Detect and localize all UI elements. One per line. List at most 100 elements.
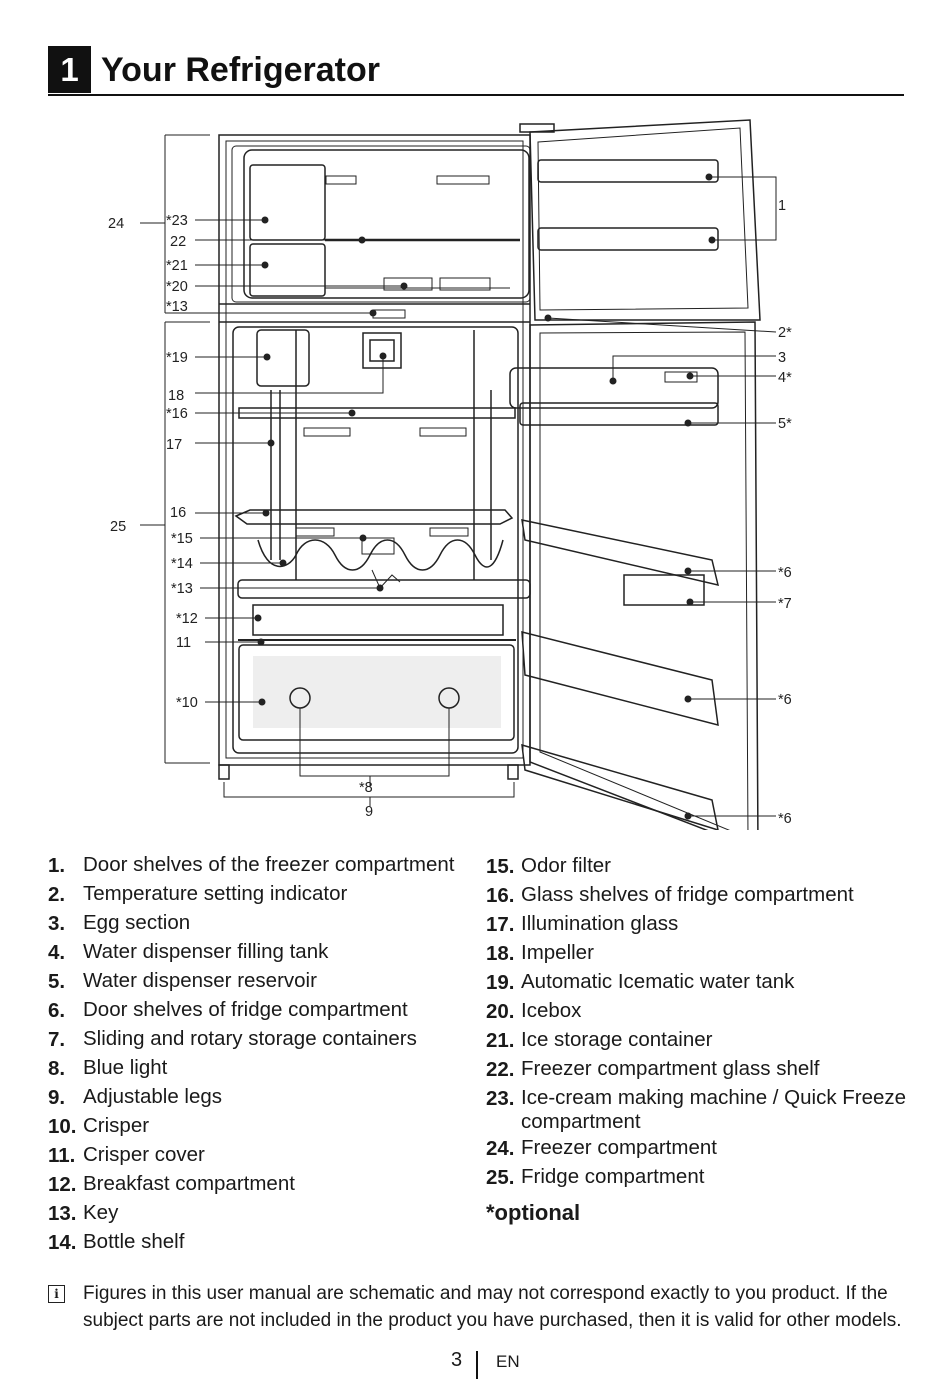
legend-item: 12. Breakfast compartment — [48, 1170, 468, 1199]
legend-number: 18. — [486, 942, 515, 965]
legend-text: Crisper cover — [83, 1143, 205, 1166]
callout-label: *13 — [171, 581, 193, 597]
callout-label: *23 — [166, 213, 188, 229]
callout-label: *8 — [359, 780, 373, 796]
legend-text: Freezer compartment — [521, 1136, 717, 1159]
callout-label: 2* — [778, 325, 792, 341]
legend-text: Breakfast compartment — [83, 1172, 295, 1195]
legend-item: 13. Key — [48, 1199, 468, 1228]
legend-number: 9. — [48, 1086, 66, 1109]
callout-label: 9 — [365, 804, 373, 820]
legend-item: 3. Egg section — [48, 909, 468, 938]
legend-item: 21.Ice storage container — [486, 1026, 916, 1055]
legend-item: 24. Freezer compartment — [486, 1134, 916, 1163]
legend-text: Ice-cream making machine / Quick Freeze … — [521, 1086, 907, 1133]
callout-label: 1 — [778, 198, 786, 214]
legend-number: 16. — [486, 884, 515, 907]
legend-number: 11. — [48, 1144, 76, 1167]
legend-text: Water dispenser reservoir — [83, 969, 317, 992]
callout-label: 16 — [170, 505, 186, 521]
callout-label: 17 — [166, 437, 182, 453]
legend-number: 17. — [486, 913, 515, 936]
legend-item: 2. Temperature setting indicator — [48, 880, 468, 909]
legend-text: Adjustable legs — [83, 1085, 223, 1108]
callout-label: *19 — [166, 350, 188, 366]
callout-label: *6 — [778, 811, 792, 827]
legend-text: Impeller — [521, 941, 594, 964]
callout-label: *14 — [171, 556, 193, 572]
legend-text: Temperature setting indicator — [83, 882, 348, 905]
legend-number: 24. — [486, 1137, 515, 1160]
legend-text: Illumination glass — [521, 912, 679, 935]
legend-number: 22. — [486, 1058, 515, 1081]
legend-item: 14.Bottle shelf — [48, 1228, 468, 1257]
legend-item: 1. Door shelves of the freezer compartmen… — [48, 851, 468, 880]
callout-label: *16 — [166, 406, 188, 422]
section-header: 1 Your Refrigerator — [48, 46, 904, 96]
language-code: EN — [496, 1352, 520, 1371]
legend-number: 23. — [486, 1087, 515, 1110]
optional-note: *optional — [486, 1200, 581, 1225]
callout-label: 18 — [168, 388, 184, 404]
legend-text: Freezer compartment glass shelf — [521, 1057, 820, 1080]
legend-text: Automatic Icematic water tank — [521, 970, 795, 993]
callout-labels: 24 *23 22 *21 *20 *13 *19 18 *16 17 25 1… — [108, 198, 792, 827]
legend-number: 8. — [48, 1057, 66, 1080]
legend-number: 15. — [486, 855, 515, 878]
legend-text: Icebox — [521, 999, 582, 1022]
legend-item: 20. Icebox — [486, 997, 916, 1026]
legend-number: 4. — [48, 941, 66, 964]
info-note-text: Figures in this user manual are schemati… — [83, 1283, 902, 1331]
legend-number: 20. — [486, 1000, 515, 1023]
legend-item: 11. Crisper cover — [48, 1141, 468, 1170]
legend-text: Door shelves of fridge compartment — [83, 998, 408, 1021]
legend-item: 25.Fridge compartment — [486, 1163, 916, 1192]
callout-label: *21 — [166, 258, 188, 274]
callout-label: *7 — [778, 596, 792, 612]
legend-item: 18. Impeller — [486, 939, 916, 968]
legend-text: Fridge compartment — [521, 1165, 705, 1188]
callout-label: 22 — [170, 234, 186, 250]
legend-item: 19. Automatic Icematic water tank — [486, 968, 916, 997]
legend-list-right: 15. Odor filter 16. Glass shelves of fridg… — [486, 852, 916, 1227]
legend-number: 7. — [48, 1028, 66, 1051]
legend-text: Odor filter — [521, 854, 611, 877]
legend-number: 12. — [48, 1173, 77, 1196]
legend-number: 2. — [48, 883, 66, 906]
legend-number: 13. — [48, 1202, 77, 1225]
legend-text: Glass shelves of fridge compartment — [521, 883, 854, 906]
legend-text: Ice storage container — [521, 1028, 713, 1051]
legend-number: 1. — [48, 854, 66, 877]
legend-item: 16. Glass shelves of fridge compartment — [486, 881, 916, 910]
legend-number: 10. — [48, 1115, 77, 1138]
legend-text: Crisper — [83, 1114, 150, 1137]
legend-text: Egg section — [83, 911, 191, 934]
info-note: i Figures in this user manual are schema… — [48, 1281, 918, 1334]
callout-label: *12 — [176, 611, 198, 627]
callout-label: 25 — [110, 519, 126, 535]
legend-text: Door shelves of the freezer compartment — [83, 853, 455, 876]
legend-number: 19. — [486, 971, 515, 994]
page-footer: 3 EN — [0, 1349, 950, 1379]
legend-item: 17. Illumination glass — [486, 910, 916, 939]
callout-label: *13 — [166, 299, 188, 315]
callout-label: *20 — [166, 279, 188, 295]
refrigerator-diagram: 24 *23 22 *21 *20 *13 *19 18 *16 17 25 1… — [108, 119, 792, 830]
callout-label: 3 — [778, 350, 786, 366]
callout-label: 24 — [108, 216, 124, 232]
callout-label: *6 — [778, 692, 792, 708]
fridge-drawing — [218, 119, 761, 830]
legend-text: Key — [83, 1201, 119, 1224]
legend-item: 6.Door shelves of fridge compartment — [48, 996, 468, 1025]
legend-text: Blue light — [83, 1056, 168, 1079]
legend-number: 3. — [48, 912, 66, 935]
callout-label: *15 — [171, 531, 193, 547]
page-number: 3 — [451, 1349, 463, 1371]
legend-item: 15. Odor filter — [486, 852, 916, 881]
legend-item: 23. Ice-cream making machine / Quick Free… — [486, 1084, 916, 1134]
legend-item: 4. Water dispenser filling tank — [48, 938, 468, 967]
legend-item: 5.Water dispenser reservoir — [48, 967, 468, 996]
legend-text: Water dispenser filling tank — [83, 940, 329, 963]
legend-text: Bottle shelf — [83, 1230, 185, 1253]
legend-item: 22. Freezer compartment glass shelf — [486, 1055, 916, 1084]
